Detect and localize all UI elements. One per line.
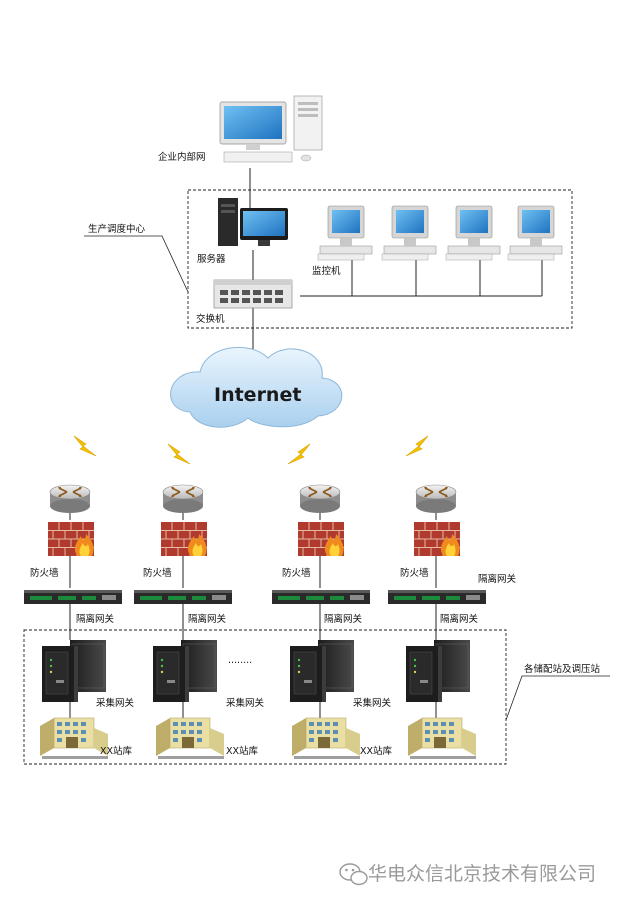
stations-group-leader [505,675,610,721]
firewall-icon [160,521,208,557]
internet-cloud-icon [170,346,343,428]
station-label: XX站库 [226,745,259,757]
station-building-icon [39,717,109,760]
collection-gateway-label: 采集网关 [353,697,392,709]
firewall-label: 防火墙 [282,567,311,579]
router-icon [299,484,341,514]
switch-label: 交换机 [196,313,225,325]
gateway-rack-icon [134,590,232,604]
server-label: 服务器 [197,253,226,265]
enterprise-network-label: 企业内部网 [158,151,206,163]
firewall-icon [297,521,345,557]
firewall-label: 防火墙 [400,567,429,579]
firewall-label: 防火墙 [30,567,59,579]
server-icon [218,198,288,246]
stations-group-label: 各储配站及调压站 [524,663,601,675]
router-icon [415,484,457,514]
dispatch-center-label: 生产调度中心 [88,223,146,235]
gateway-rack-icon [272,590,370,604]
router-icon [162,484,204,514]
router-icon [49,484,91,514]
monitor-pc-icon [381,205,437,261]
collection-cabinet-icon [41,639,107,703]
station-label: XX站库 [100,745,133,757]
station-building-icon [291,717,361,760]
station-label: XX站库 [360,745,393,757]
monitor-pc-icon [445,205,501,261]
network-switch-icon [213,279,293,309]
collection-cabinet-icon [289,639,355,703]
monitor-pc-label: 监控机 [312,265,341,277]
station-building-icon [155,717,225,760]
firewall-label: 防火墙 [143,567,172,579]
isolation-gateway-label: 隔离网关 [478,573,517,585]
isolation-gateway-label: 隔离网关 [324,613,363,625]
dispatch-center-leader [84,235,189,293]
lightning-icon [73,435,97,457]
collection-gateway-label: 采集网关 [96,697,135,709]
firewall-icon [47,521,95,557]
lightning-icon [405,435,429,457]
lightning-icon [167,443,191,465]
watermark-text: 华电众信北京技术有限公司 [368,863,596,885]
dispatch-center-region [187,189,573,329]
wechat-icon [339,863,368,886]
internet-label: Internet [214,384,301,406]
desktop-pc-icon [219,95,323,163]
isolation-gateway-label: 隔离网关 [76,613,115,625]
monitor-pc-icon [507,205,563,261]
firewall-icon [413,521,461,557]
collection-cabinet-icon [152,639,218,703]
ellipsis-label: ········ [228,658,252,669]
collection-cabinet-icon [405,639,471,703]
stations-region [23,629,507,765]
collection-gateway-label: 采集网关 [226,697,265,709]
lightning-icon [287,443,311,465]
gateway-rack-icon [24,590,122,604]
station-building-icon [407,717,477,760]
gateway-rack-icon [388,590,486,604]
monitor-pc-icon [317,205,373,261]
isolation-gateway-label: 隔离网关 [188,613,227,625]
isolation-gateway-label: 隔离网关 [440,613,479,625]
